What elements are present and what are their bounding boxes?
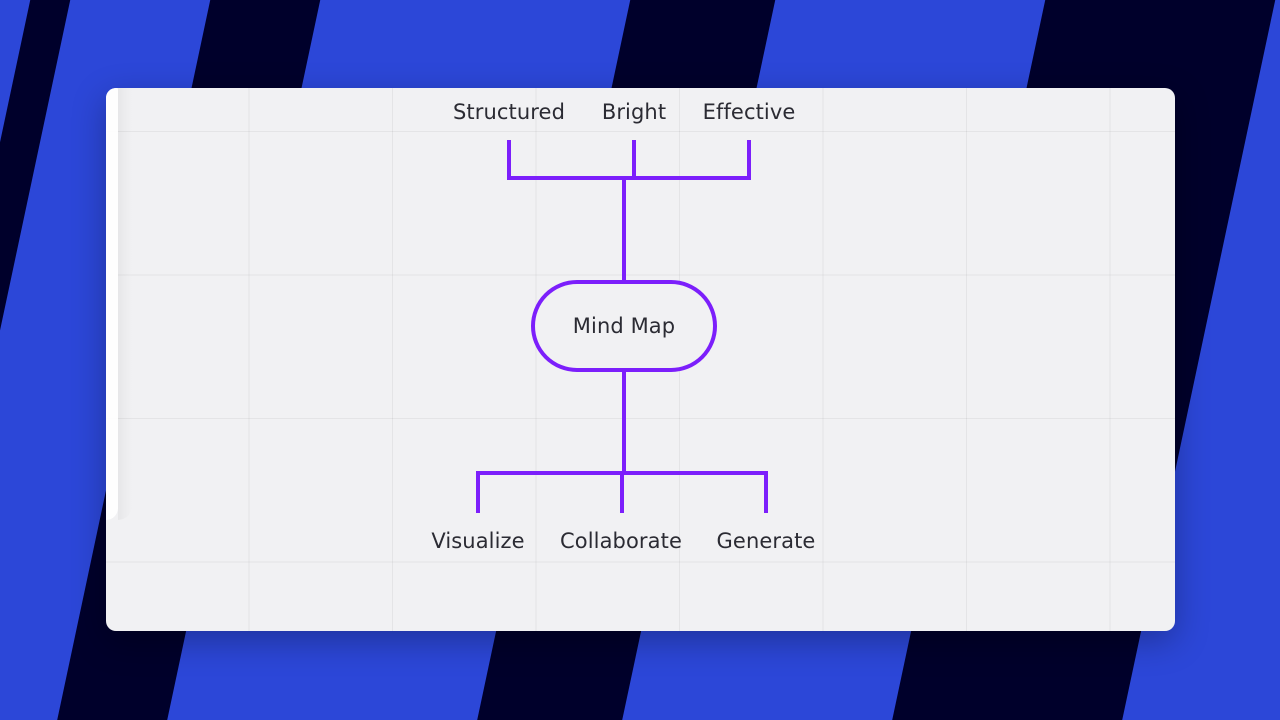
branch-node-generate[interactable]: Generate: [716, 529, 816, 553]
branch-node-effective[interactable]: Effective: [702, 100, 796, 124]
root-node-label: Mind Map: [572, 314, 676, 338]
branch-node-structured[interactable]: Structured: [452, 100, 566, 124]
edge-top-trunk: [622, 176, 626, 282]
edge-collaborate-stub: [620, 471, 624, 513]
branch-node-bright[interactable]: Bright: [601, 100, 667, 124]
side-panel-shadow: [118, 88, 132, 520]
edge-bright-stub: [632, 140, 636, 180]
edge-visualize-stub: [476, 471, 480, 513]
edge-bottom-trunk: [622, 370, 626, 474]
edge-top-bus: [507, 176, 751, 180]
root-node-mind-map[interactable]: Mind Map: [531, 280, 717, 372]
edge-generate-stub: [764, 471, 768, 513]
collapsed-side-panel[interactable]: [106, 88, 118, 520]
edge-effective-stub: [747, 140, 751, 180]
branch-node-collaborate[interactable]: Collaborate: [560, 529, 682, 553]
branch-node-visualize[interactable]: Visualize: [431, 529, 525, 553]
mindmap-canvas[interactable]: Structured Bright Effective Mind Map Vis…: [106, 88, 1175, 631]
edge-structured-stub: [507, 140, 511, 180]
mindmap-graph: Structured Bright Effective Mind Map Vis…: [106, 88, 1175, 631]
